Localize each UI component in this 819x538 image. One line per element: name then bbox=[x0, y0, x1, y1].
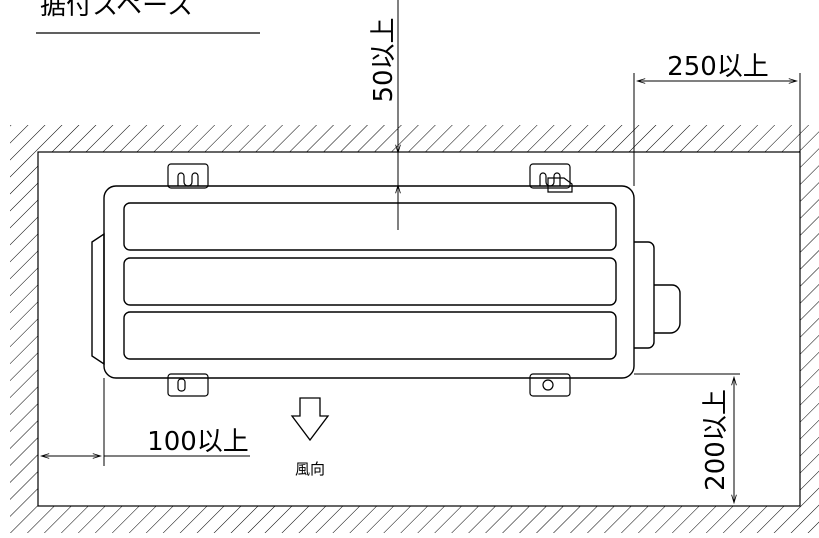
page-title: 据付スペース bbox=[40, 0, 193, 21]
dimension-bottom-label: 200以上 bbox=[701, 389, 731, 491]
indoor-unit bbox=[91, 185, 681, 379]
unit-body bbox=[103, 185, 635, 379]
dimension-right bbox=[633, 73, 801, 186]
dimension-left bbox=[42, 378, 250, 466]
airflow-label: 風向 bbox=[295, 460, 325, 478]
dimension-left-label: 100以上 bbox=[147, 427, 249, 457]
dimension-bottom bbox=[634, 373, 740, 502]
mounting-bracket-bottom-right bbox=[529, 373, 571, 397]
wall-hatching bbox=[10, 125, 819, 533]
dimension-right-label: 250以上 bbox=[667, 52, 769, 82]
dimension-top-label: 50以上 bbox=[369, 17, 399, 102]
unit-right-cap bbox=[634, 241, 655, 349]
panel-slot-1 bbox=[123, 202, 617, 251]
mounting-bracket-bottom-left bbox=[167, 373, 209, 397]
airflow-arrow-icon bbox=[290, 397, 330, 442]
panel-slot-3 bbox=[123, 311, 617, 360]
panel-slot-2 bbox=[123, 257, 617, 306]
piping-cover bbox=[654, 284, 681, 334]
title-group: 据付スペース bbox=[36, 0, 260, 34]
